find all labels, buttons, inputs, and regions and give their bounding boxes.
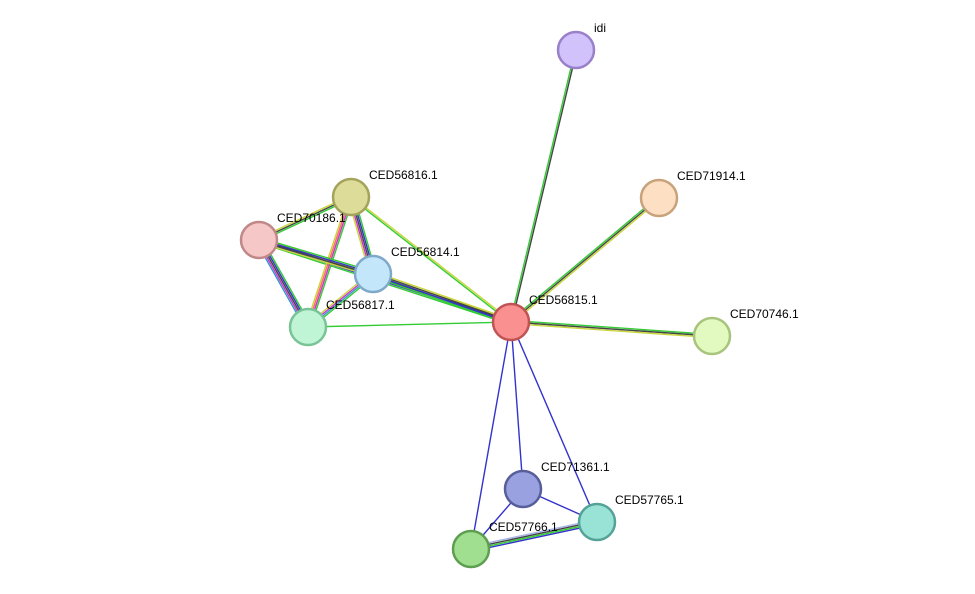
edge-evidence-line <box>259 237 374 273</box>
node-label-ced71914-1: CED71914.1 <box>677 169 746 183</box>
edge-evidence-line <box>470 518 597 548</box>
node-label-ced71361-1: CED71361.1 <box>541 460 610 474</box>
edge-evidence-line <box>372 274 511 324</box>
node-circle[interactable] <box>577 502 617 542</box>
edge-evidence-line <box>511 319 713 336</box>
node-ced70746-1[interactable] <box>692 316 732 356</box>
edge-evidence-line <box>470 520 597 549</box>
edge-ced56815-1-ced57765-1 <box>510 321 598 523</box>
node-label-ced57765-1: CED57765.1 <box>615 493 684 507</box>
edge-layer <box>255 49 713 553</box>
edge-ced56815-1-ced56817-1 <box>307 321 512 328</box>
edge-evidence-line <box>371 275 511 325</box>
node-ced71914-1[interactable] <box>639 178 679 218</box>
edge-evidence-line <box>471 523 598 553</box>
node-idi[interactable] <box>556 30 596 70</box>
node-circle[interactable] <box>503 469 543 509</box>
node-circle[interactable] <box>692 316 732 356</box>
edge-evidence-line <box>351 195 512 322</box>
edge-ced56815-1-ced71361-1 <box>510 321 524 490</box>
edge-evidence-line <box>350 197 511 324</box>
node-label-ced56816-1: CED56816.1 <box>369 168 438 182</box>
node-circle[interactable] <box>331 177 371 217</box>
node-ced71361-1[interactable] <box>503 469 543 509</box>
node-label-ced56817-1: CED56817.1 <box>326 298 395 312</box>
edge-evidence-line <box>510 321 598 523</box>
edge-evidence-line <box>373 272 512 322</box>
edge-evidence-line <box>511 198 661 324</box>
edge-ced56815-1-ced71914-1 <box>509 196 661 324</box>
edge-evidence-line <box>258 240 373 276</box>
edge-evidence-line <box>258 241 373 277</box>
node-label-ced70746-1: CED70746.1 <box>730 307 799 321</box>
edge-evidence-line <box>307 321 512 328</box>
node-ced70186-1[interactable] <box>239 220 279 260</box>
edge-evidence-line <box>509 49 576 322</box>
edge-evidence-line <box>510 197 660 323</box>
edge-evidence-line <box>511 50 578 323</box>
node-circle[interactable] <box>491 302 531 342</box>
edge-evidence-line <box>510 321 524 490</box>
edge-ced56815-1-ced57766-1 <box>470 321 512 550</box>
edge-evidence-line <box>510 322 712 339</box>
node-ced56816-1[interactable] <box>331 177 371 217</box>
node-circle[interactable] <box>556 30 596 70</box>
node-label-ced56815-1: CED56815.1 <box>529 293 598 307</box>
edge-evidence-line <box>471 522 598 551</box>
node-label-ced70186-1: CED70186.1 <box>277 211 346 225</box>
edge-ced70186-1-ced56814-1 <box>258 237 374 277</box>
node-circle[interactable] <box>288 307 328 347</box>
edge-ced56815-1-ced70746-1 <box>510 319 713 339</box>
edge-evidence-line <box>509 196 659 322</box>
node-label-ced57766-1: CED57766.1 <box>489 520 558 534</box>
node-circle[interactable] <box>239 220 279 260</box>
edge-evidence-line <box>259 238 374 274</box>
edge-ced56815-1-ced56816-1 <box>350 195 512 324</box>
edge-evidence-line <box>373 271 513 321</box>
edge-ced56815-1-idi <box>509 49 578 323</box>
node-ced56814-1[interactable] <box>353 254 393 294</box>
edge-evidence-line <box>470 321 512 550</box>
node-label-ced56814-1: CED56814.1 <box>391 245 460 259</box>
node-ced56815-1[interactable] <box>491 302 531 342</box>
node-label-idi: idi <box>594 21 606 35</box>
node-layer <box>239 30 732 569</box>
edge-evidence-line <box>510 321 713 337</box>
node-ced56817-1[interactable] <box>288 307 328 347</box>
node-ced57765-1[interactable] <box>577 502 617 542</box>
node-circle[interactable] <box>451 529 491 569</box>
edge-ced56815-1-ced56814-1 <box>371 271 513 325</box>
node-circle[interactable] <box>353 254 393 294</box>
edge-ced57765-1-ced57766-1 <box>470 518 598 553</box>
node-circle[interactable] <box>639 178 679 218</box>
node-ced57766-1[interactable] <box>451 529 491 569</box>
